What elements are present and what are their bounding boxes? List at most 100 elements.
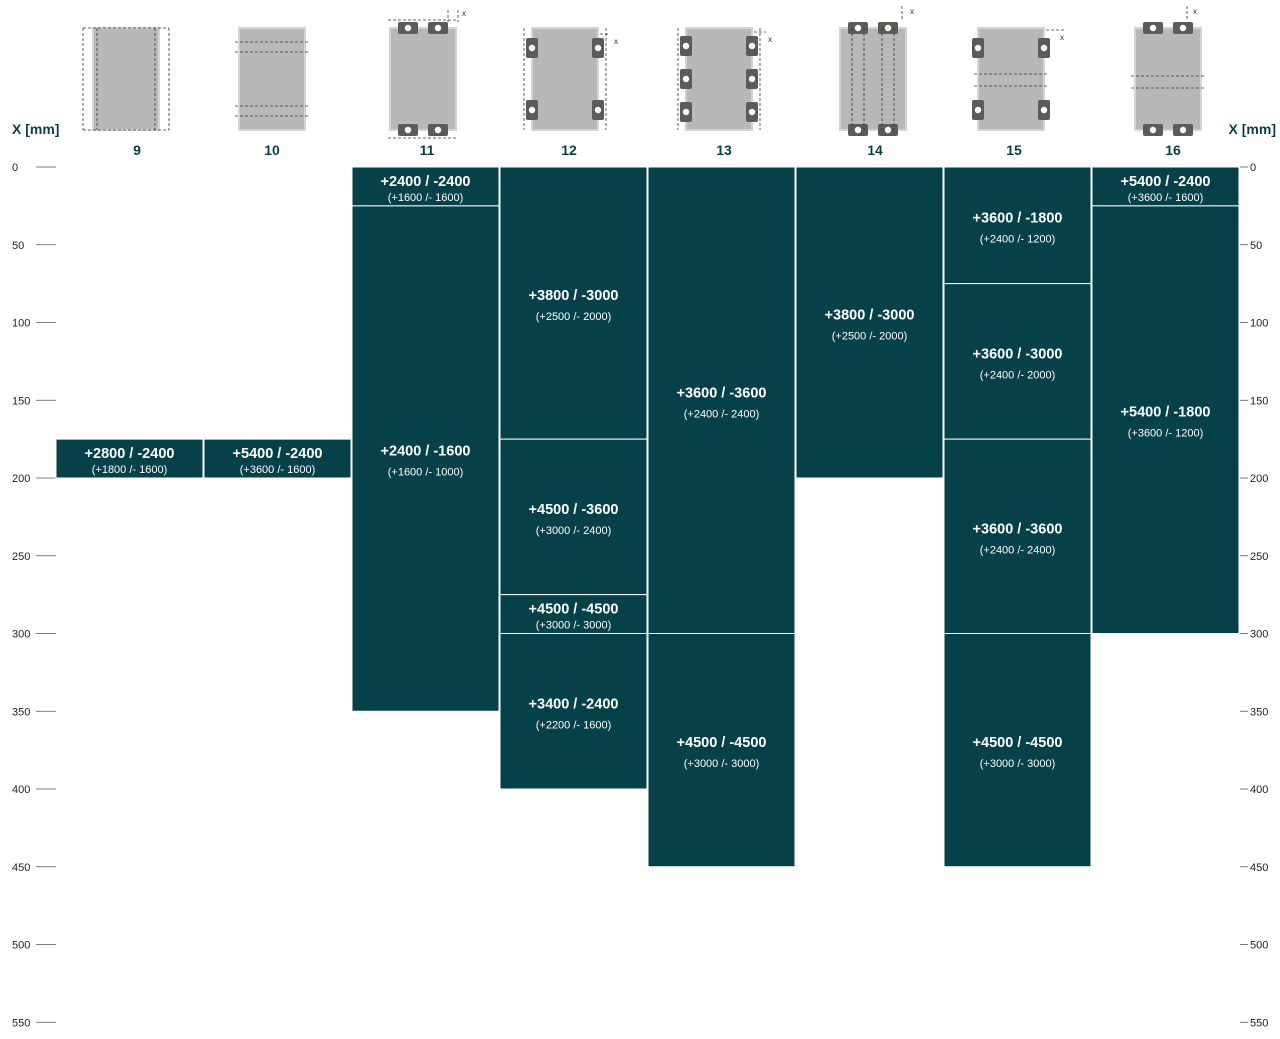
- plate-icon: [685, 27, 753, 131]
- dimension-x-icon: x: [1193, 7, 1197, 16]
- range-block-value: +4500 / -4500: [973, 735, 1063, 751]
- roller-hole-icon: [1040, 44, 1048, 52]
- y-tick-label-right: 500: [1250, 940, 1268, 952]
- range-block-value: +2800 / -2400: [85, 446, 175, 462]
- range-block-subvalue: (+3600 /- 1600): [240, 464, 316, 476]
- range-block-rect: [55, 438, 204, 479]
- y-tick-label-left: 100: [12, 318, 30, 330]
- y-tick-label-left: 350: [12, 706, 30, 718]
- y-tick-label-left: 500: [12, 940, 30, 952]
- range-block-subvalue: (+1600 /- 1600): [388, 192, 464, 204]
- plate-icon: [977, 27, 1045, 131]
- roller-hole-icon: [528, 106, 536, 114]
- range-block-value: +4500 / -3600: [529, 502, 619, 518]
- y-tick-label-right: 550: [1250, 1017, 1268, 1029]
- range-block-rect: [943, 166, 1092, 285]
- range-block-subvalue: (+3000 /- 3000): [980, 758, 1056, 770]
- range-block-subvalue: (+3000 /- 2400): [536, 525, 612, 537]
- range-blocks: +2800 / -2400(+1800 /- 1600)+5400 / -240…: [55, 166, 1240, 868]
- roller-hole-icon: [434, 126, 442, 134]
- range-block-value: +3600 / -3000: [973, 346, 1063, 362]
- range-block: +4500 / -3600 (+3000 /- 2400): [499, 438, 648, 596]
- y-tick-label-right: 100: [1250, 318, 1268, 330]
- range-block-subvalue: (+3000 /- 3000): [684, 758, 760, 770]
- y-tick-label-right: 200: [1250, 473, 1268, 485]
- y-tick-label-right: 50: [1250, 240, 1262, 252]
- dimension-x-icon: x: [462, 9, 466, 18]
- range-block-subvalue: (+2500 /- 2000): [832, 331, 908, 343]
- range-block-value: +4500 / -4500: [677, 735, 767, 751]
- range-block: +2400 / -2400(+1600 /- 1600): [351, 166, 500, 207]
- y-axis-unit-left: X [mm]: [12, 121, 59, 137]
- range-block-rect: [943, 633, 1092, 868]
- roller-hole-icon: [682, 75, 690, 83]
- plate-icon: [839, 27, 907, 131]
- range-block-value: +2400 / -1600: [381, 444, 471, 460]
- plate-with-side-rollers-icon: x: [523, 27, 618, 131]
- y-tick-label-right: 150: [1250, 395, 1268, 407]
- range-block-subvalue: (+3000 /- 3000): [536, 620, 612, 632]
- range-block-rect: [351, 205, 500, 712]
- y-tick-label-right: 350: [1250, 706, 1268, 718]
- range-block-subvalue: (+3600 /- 1200): [1128, 428, 1204, 440]
- plate-with-top-bottom-rollers-icon: x: [388, 9, 466, 139]
- roller-hole-icon: [748, 108, 756, 116]
- range-block: +2800 / -2400(+1800 /- 1600): [55, 438, 204, 479]
- column-header-12: 12: [561, 142, 577, 158]
- range-block-rect: [1091, 205, 1240, 634]
- y-tick-label-left: 300: [12, 629, 30, 641]
- y-tick-label-left: 400: [12, 784, 30, 796]
- roller-hole-icon: [594, 44, 602, 52]
- column-header-11: 11: [420, 142, 435, 158]
- roller-hole-icon: [404, 24, 412, 32]
- range-block-rect: [499, 438, 648, 596]
- range-block-value: +3800 / -3000: [825, 308, 915, 324]
- range-block-value: +5400 / -2400: [233, 446, 323, 462]
- roller-hole-icon: [528, 44, 536, 52]
- roller-hole-icon: [854, 126, 862, 134]
- column-header-9: 9: [133, 142, 141, 158]
- range-block: +5400 / -1800(+3600 /- 1200): [1091, 205, 1240, 634]
- plate-with-vertical-rails-and-rollers-icon: x: [839, 6, 914, 136]
- range-block-rect: [499, 594, 648, 634]
- range-block: +3600 / -3000(+2400 /- 2000): [943, 283, 1092, 440]
- roller-hole-icon: [404, 126, 412, 134]
- range-block-rect: [203, 438, 352, 479]
- y-tick-label-left: 450: [12, 862, 30, 874]
- y-tick-label-left: 50: [12, 240, 24, 252]
- range-block-value: +4500 / -4500: [529, 602, 619, 618]
- range-block: +4500 / -4500 (+3000 /- 3000): [647, 633, 796, 868]
- y-tick-label-left: 550: [12, 1017, 30, 1029]
- range-block-rect: [795, 166, 944, 479]
- plate-icon: [389, 27, 457, 131]
- dimension-x-icon: x: [1060, 33, 1064, 42]
- range-block-value: +3600 / -1800: [973, 210, 1063, 226]
- range-block-subvalue: (+2400 /- 2400): [684, 408, 760, 420]
- column-header-15: 15: [1006, 142, 1022, 158]
- plate-icon: [531, 27, 599, 131]
- range-block: +5400 / -2400 (+3600 /- 1600): [203, 438, 352, 479]
- roller-hole-icon: [434, 24, 442, 32]
- y-tick-label-right: 250: [1250, 551, 1268, 563]
- range-block-rect: [1091, 166, 1240, 207]
- roller-hole-icon: [1179, 126, 1187, 134]
- y-tick-label-left: 250: [12, 551, 30, 563]
- range-block: +2400 / -1600(+1600 /- 1000): [351, 205, 500, 712]
- roller-hole-icon: [1149, 24, 1157, 32]
- range-block-rect: [943, 438, 1092, 634]
- dimension-x-icon: x: [910, 7, 914, 16]
- roller-hole-icon: [1040, 106, 1048, 114]
- range-block-value: +3800 / -3000: [529, 288, 619, 304]
- column-header-10: 10: [264, 142, 280, 158]
- roller-hole-icon: [1179, 24, 1187, 32]
- dimension-x-icon: x: [614, 37, 618, 46]
- range-block-rect: [647, 633, 796, 868]
- plate-with-horizontal-edge-guides-icon: [235, 27, 309, 131]
- range-block-rect: [943, 283, 1092, 440]
- range-block: +4500 / -4500 (+3000 /- 3000): [943, 633, 1092, 868]
- plate-with-side-rollers-and-center-band-icon: x: [972, 27, 1064, 131]
